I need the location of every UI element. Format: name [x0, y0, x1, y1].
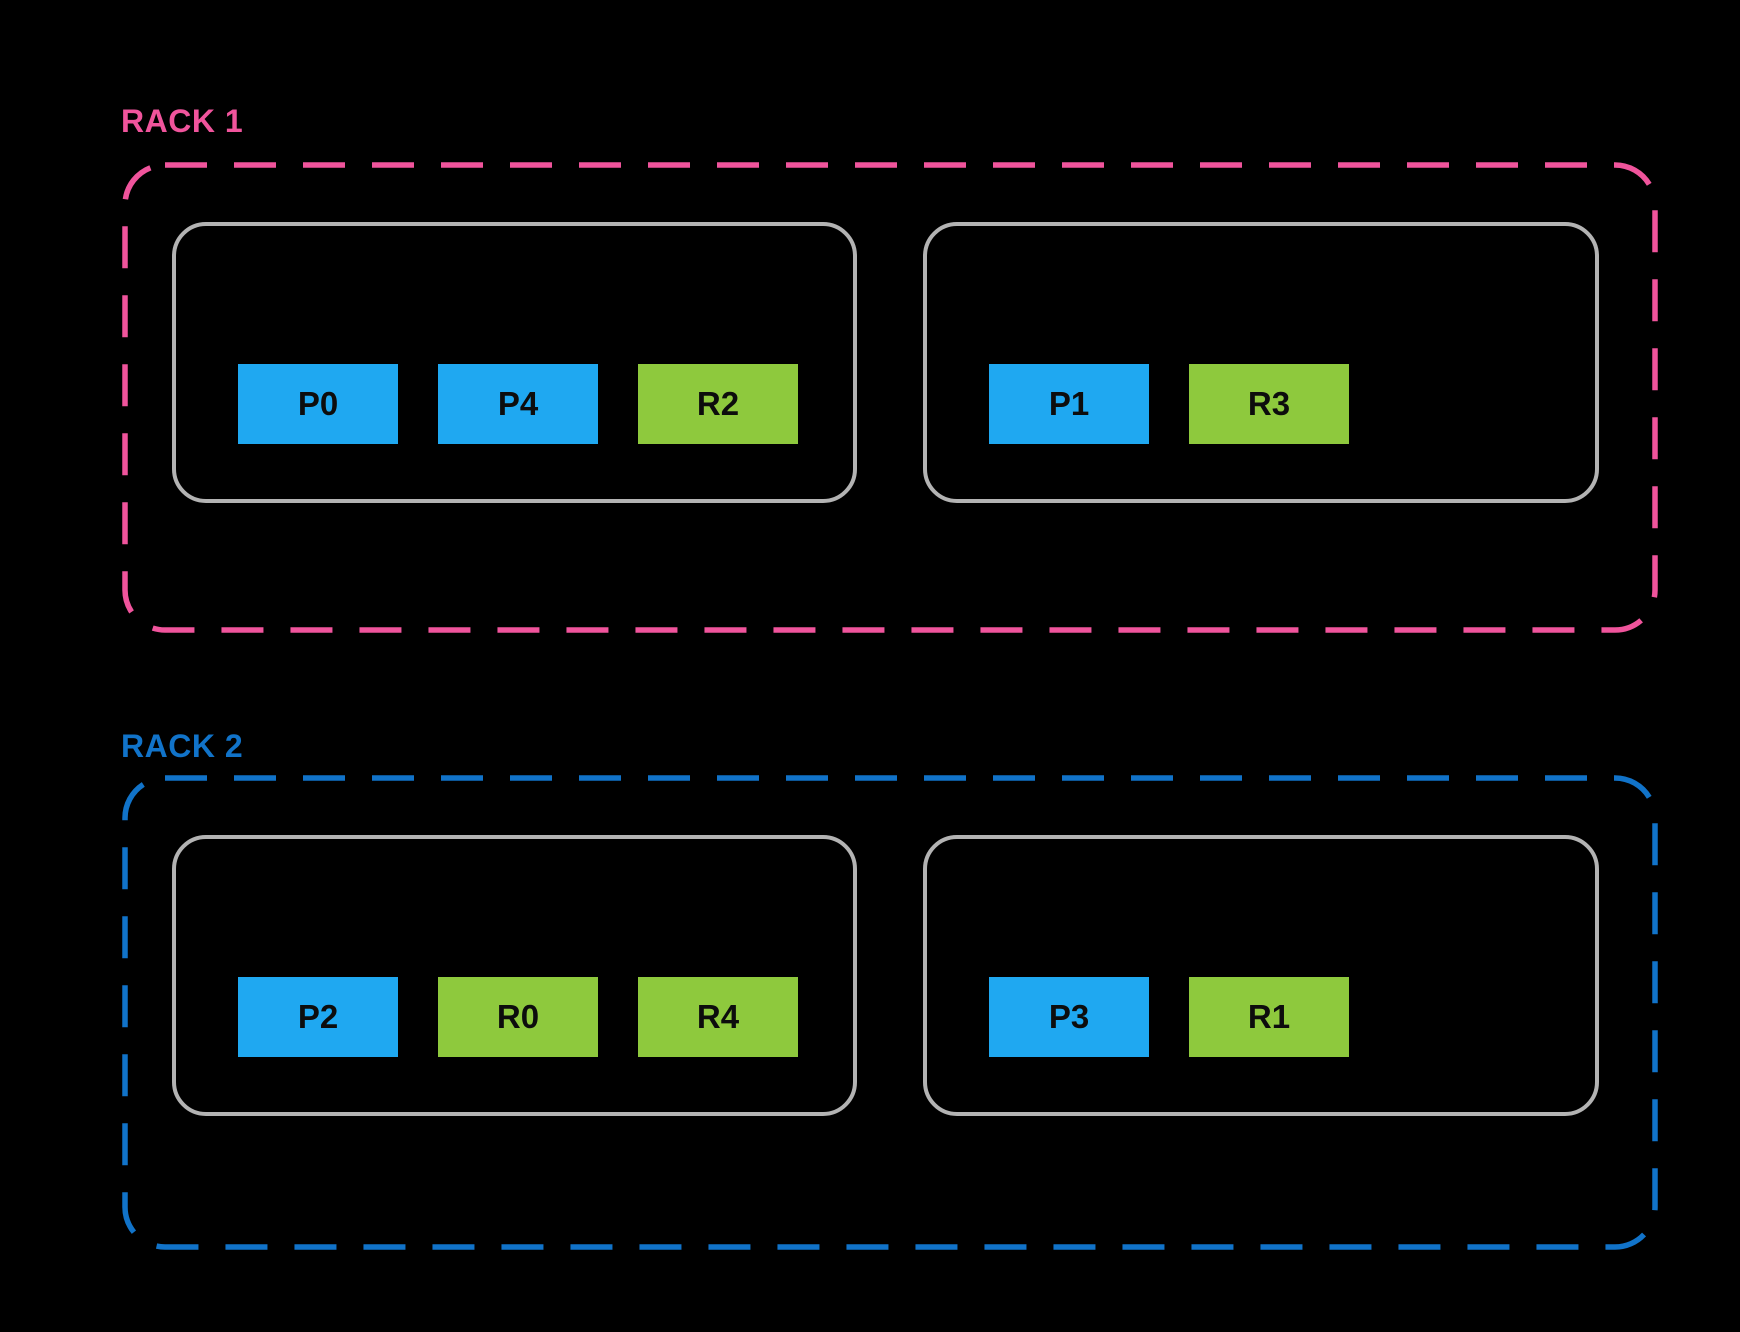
rack-1-label: RACK 1 — [121, 102, 244, 139]
rack-2-dashed-border — [122, 775, 1658, 1250]
rack-1-dashed-rect — [122, 162, 1658, 633]
rack-2-host-1-box: P2 R0 R4 — [172, 835, 857, 1116]
slot-p0: P0 — [238, 364, 398, 444]
rack-2-frame: P2 R0 R4 P3 R1 — [122, 775, 1658, 1250]
slot-p1: P1 — [989, 364, 1149, 444]
rack-2-label: RACK 2 — [121, 727, 244, 764]
rack-1-dashed-border — [122, 162, 1658, 633]
slot-p3: P3 — [989, 977, 1149, 1057]
slot-p4: P4 — [438, 364, 598, 444]
slot-r0: R0 — [438, 977, 598, 1057]
rack-2-dashed-rect — [122, 775, 1658, 1250]
slot-r1: R1 — [1189, 977, 1349, 1057]
rack-1-frame: P0 P4 R2 P1 R3 — [122, 162, 1658, 633]
rack-1-host-1-box: P0 P4 R2 — [172, 222, 857, 503]
rack-1-host-2-box: P1 R3 — [923, 222, 1599, 503]
rack-2-host-2-box: P3 R1 — [923, 835, 1599, 1116]
slot-r3: R3 — [1189, 364, 1349, 444]
slot-r4: R4 — [638, 977, 798, 1057]
slot-r2: R2 — [638, 364, 798, 444]
slot-p2: P2 — [238, 977, 398, 1057]
